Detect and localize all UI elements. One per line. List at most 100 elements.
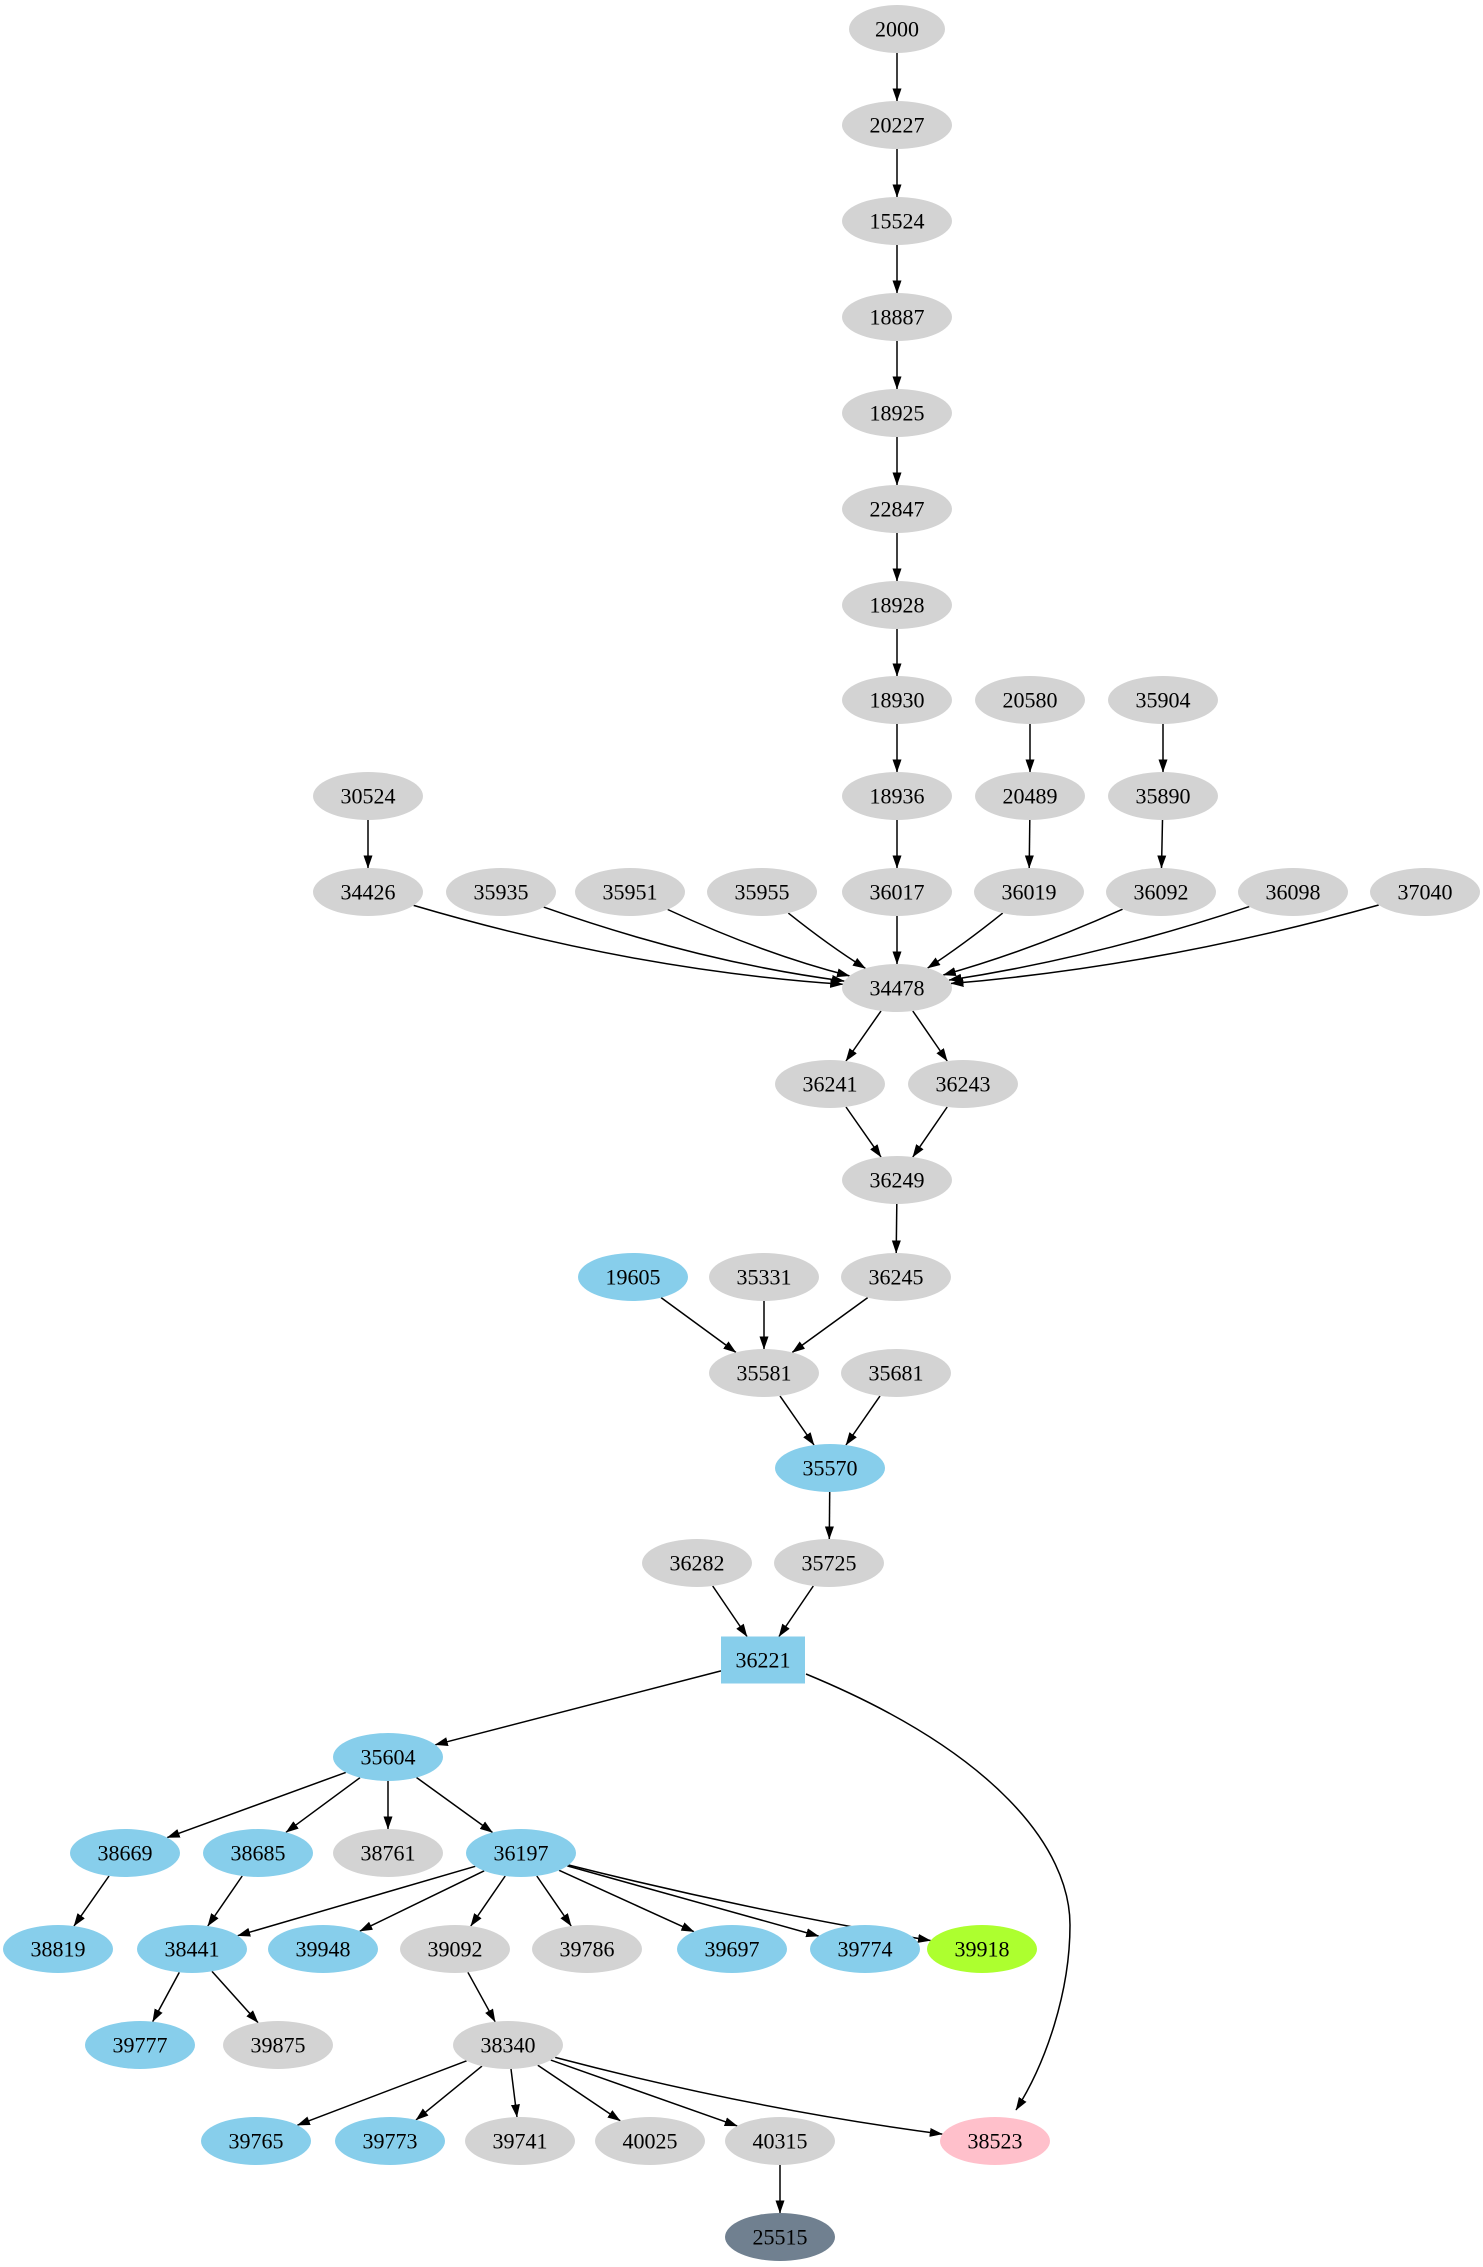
graph-node-2000: 2000 [849,5,945,53]
node-ellipse-18928 [842,581,952,629]
edge-35725-36221 [778,1585,814,1637]
node-ellipse-39777 [85,2021,195,2069]
graph-node-30524: 30524 [313,772,423,820]
edge-35604-36197 [416,1776,493,1834]
edge-34426-34478 [413,904,844,988]
graph-node-40025: 40025 [595,2117,705,2165]
node-label-35681: 35681 [869,1361,924,1386]
graph-node-20489: 20489 [975,772,1085,820]
graph-node-39697: 39697 [677,1925,787,1973]
node-ellipse-39697 [677,1925,787,1973]
graph-node-39918: 39918 [927,1925,1037,1973]
node-ellipse-39773 [335,2117,445,2165]
edge-36197-38441 [237,1865,476,1937]
edge-35935-34478 [543,906,845,984]
node-label-39774: 39774 [838,1937,893,1962]
node-ellipse-35904 [1108,676,1218,724]
node-ellipse-38685 [203,1829,313,1877]
node-label-36241: 36241 [803,1072,858,1097]
node-label-35581: 35581 [737,1361,792,1386]
node-ellipse-35331 [709,1253,819,1301]
edge-39092-38340 [467,1971,496,2023]
graph-node-35951: 35951 [575,868,685,916]
graph-node-38761: 38761 [333,1829,443,1877]
node-label-34478: 34478 [870,976,925,1001]
graph-node-36017: 36017 [842,868,952,916]
edge-38340-39741 [510,2068,520,2118]
edge-36197-39092 [470,1875,506,1927]
node-ellipse-20227 [842,101,952,149]
node-box-36221 [721,1636,805,1684]
node-label-40025: 40025 [623,2129,678,2154]
graph-node-35581: 35581 [709,1349,819,1397]
edge-35890-36092 [1157,819,1167,869]
node-label-38340: 38340 [481,2033,536,2058]
graph-node-35890: 35890 [1108,772,1218,820]
graph-node-36098: 36098 [1238,868,1348,916]
node-ellipse-38669 [70,1829,180,1877]
edge-36241-36249 [845,1106,882,1158]
node-label-38523: 38523 [968,2129,1023,2154]
node-ellipse-20489 [975,772,1085,820]
graph-node-25515: 25515 [725,2213,835,2261]
node-label-20580: 20580 [1003,688,1058,713]
node-label-39092: 39092 [428,1937,483,1962]
node-label-39786: 39786 [560,1937,615,1962]
node-label-35725: 35725 [802,1551,857,1576]
graph-node-38340: 38340 [453,2021,563,2069]
node-label-36282: 36282 [670,1551,725,1576]
edge-38340-38523 [554,2056,943,2137]
graph-node-36282: 36282 [642,1539,752,1587]
graph-node-35725: 35725 [774,1539,884,1587]
node-label-35955: 35955 [735,880,790,905]
node-ellipse-40315 [725,2117,835,2165]
edge-37040-34478 [950,904,1379,987]
graph-node-34426: 34426 [313,868,423,916]
node-label-38685: 38685 [231,1841,286,1866]
node-ellipse-39092 [400,1925,510,1973]
node-ellipse-35570 [775,1444,885,1492]
graph-node-18930: 18930 [842,676,952,724]
node-ellipse-36019 [974,868,1084,916]
node-ellipse-39875 [223,2021,333,2069]
node-ellipse-36243 [908,1060,1018,1108]
node-ellipse-36282 [642,1539,752,1587]
edge-36197-39697 [558,1869,695,1933]
node-ellipse-15524 [842,197,952,245]
node-ellipse-36017 [842,868,952,916]
graph-node-36249: 36249 [842,1156,952,1204]
node-label-39875: 39875 [251,2033,306,2058]
node-ellipse-36098 [1238,868,1348,916]
node-label-37040: 37040 [1398,880,1453,905]
node-ellipse-39786 [532,1925,642,1973]
edge-35681-35570 [845,1395,881,1446]
graph-node-36243: 36243 [908,1060,1018,1108]
graph-node-18928: 18928 [842,581,952,629]
node-label-35331: 35331 [737,1265,792,1290]
graph-node-39786: 39786 [532,1925,642,1973]
node-label-36221: 36221 [736,1648,791,1673]
graph-node-38819: 38819 [3,1925,113,1973]
node-label-38819: 38819 [31,1937,86,1962]
node-ellipse-18930 [842,676,952,724]
edge-38669-38819 [73,1875,110,1927]
node-label-36092: 36092 [1134,880,1189,905]
graph-node-36245: 36245 [841,1253,951,1301]
node-ellipse-39918 [927,1925,1037,1973]
node-ellipse-39741 [465,2117,575,2165]
graph-node-19605: 19605 [578,1253,688,1301]
graph-node-38441: 38441 [137,1925,247,1973]
node-label-36197: 36197 [494,1841,549,1866]
graph-node-40315: 40315 [725,2117,835,2165]
node-ellipse-34426 [313,868,423,916]
node-label-25515: 25515 [753,2225,808,2250]
edge-19605-35581 [660,1296,737,1354]
edge-36197-39948 [359,1870,485,1932]
graph-node-18925: 18925 [842,389,952,437]
node-ellipse-35935 [446,868,556,916]
node-ellipse-18887 [842,293,952,341]
node-ellipse-35604 [333,1733,443,1781]
graph-node-38669: 38669 [70,1829,180,1877]
